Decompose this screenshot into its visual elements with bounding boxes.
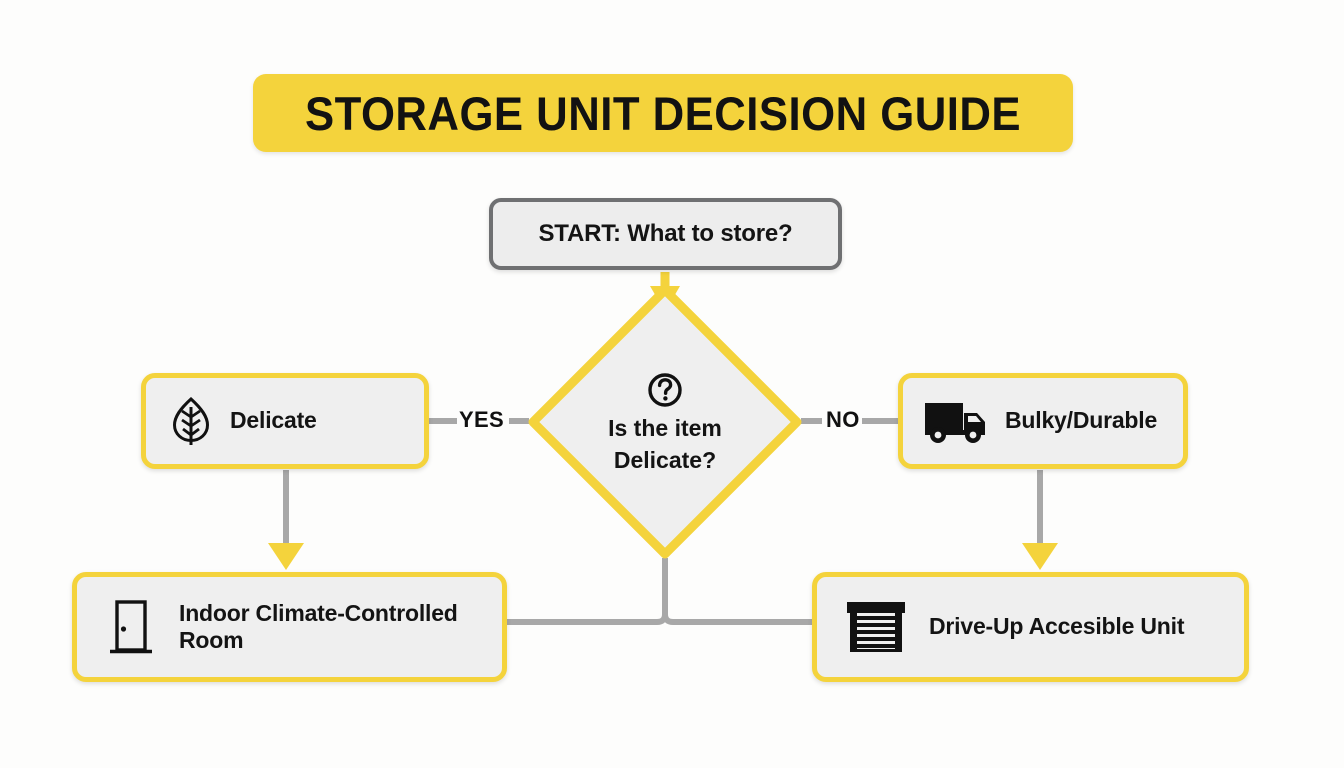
flow-node-indoor-label: Indoor Climate-Controlled Room [179, 599, 458, 653]
garage-door-icon [847, 602, 905, 652]
question-mark-circle-icon [648, 373, 682, 407]
page-title: STORAGE UNIT DECISION GUIDE [304, 86, 1022, 140]
flow-node-decision-label-line1: Is the item [608, 414, 722, 441]
branch-label-yes: YES [459, 407, 504, 432]
flow-node-driveup-label: Drive-Up Accesible Unit [929, 613, 1185, 640]
edge-bulky-to-driveup [1022, 470, 1058, 570]
flow-node-delicate[interactable]: Delicate [141, 373, 429, 469]
flow-node-bulky[interactable]: Bulky/Durable [898, 373, 1188, 469]
flow-node-start[interactable]: START: What to store? [489, 198, 842, 270]
door-icon [110, 600, 152, 654]
truck-icon [925, 403, 985, 443]
page-title-banner: STORAGE UNIT DECISION GUIDE [253, 74, 1073, 152]
flow-node-decision-label-line2: Delicate? [613, 447, 717, 473]
flow-node-delicate-label: Delicate [230, 407, 317, 434]
flow-node-driveup[interactable]: Drive-Up Accesible Unit [812, 572, 1249, 682]
branch-label-no: NO [826, 407, 860, 432]
edge-delicate-to-indoor [268, 470, 304, 570]
flow-node-indoor[interactable]: Indoor Climate-Controlled Room [72, 572, 507, 682]
flow-node-start-label: START: What to store? [538, 219, 793, 247]
flow-node-decision[interactable]: Is the item Delicate? [527, 284, 803, 560]
diamond-shape [528, 285, 802, 559]
leaf-icon [172, 396, 210, 445]
edge-decision-bottom-junction [507, 558, 812, 625]
flow-node-bulky-label: Bulky/Durable [1005, 407, 1158, 434]
